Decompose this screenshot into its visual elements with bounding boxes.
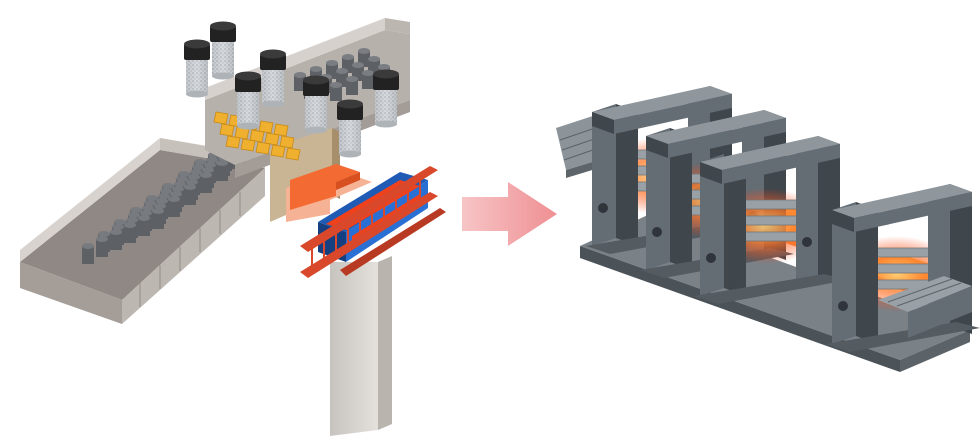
stand-bolt	[802, 237, 812, 247]
stand-bolt	[598, 203, 608, 213]
grid-tile	[213, 111, 229, 125]
stand-pillar-left	[646, 128, 670, 270]
mill-stand	[826, 184, 980, 352]
cylinder-block	[200, 172, 212, 193]
grid-tile	[279, 135, 295, 149]
grid-tile	[255, 141, 271, 155]
exit-conveyor	[878, 276, 972, 338]
grid-tile	[285, 147, 301, 161]
grid-tile	[249, 129, 265, 143]
stand-pillar-left	[592, 104, 616, 246]
stand-bolt	[652, 227, 662, 237]
cylinder-block	[110, 229, 122, 250]
grid-tile	[264, 132, 280, 146]
vial	[373, 69, 399, 128]
cylinder-block	[138, 215, 150, 236]
powder-line-group	[20, 18, 446, 436]
cylinder-block	[184, 184, 196, 205]
grid-tile	[240, 138, 256, 152]
cylinder-block	[96, 236, 108, 257]
stand-base	[694, 274, 848, 304]
stand-pillar-right	[796, 136, 818, 284]
stand-bolt	[838, 301, 848, 311]
vial	[235, 71, 261, 130]
stand-top-beam	[592, 86, 732, 120]
pressed-slab	[286, 164, 372, 222]
grid-tile	[219, 123, 235, 137]
cylinder-block	[216, 160, 228, 181]
stand-pillar-left	[832, 202, 856, 344]
stand-base	[826, 322, 980, 352]
grid-tile	[270, 144, 286, 158]
cylinder-block	[346, 76, 358, 95]
stand-bolt	[706, 253, 716, 263]
vial	[260, 49, 286, 108]
cylinder-block	[168, 196, 180, 217]
stand-top-beam	[832, 184, 972, 218]
process-arrow	[462, 182, 557, 246]
stand-top-beam	[700, 136, 840, 170]
cylinder-block	[82, 243, 94, 264]
vial	[184, 39, 210, 98]
support-rack	[300, 166, 446, 278]
stand-pillar-left	[700, 154, 724, 296]
rolling-mill-group	[556, 86, 980, 372]
vial	[337, 99, 363, 158]
support-pillar	[330, 256, 392, 436]
cylinder-block	[362, 70, 374, 89]
stand-top-beam	[646, 110, 786, 144]
cylinder-block	[124, 222, 136, 243]
mill-stand	[694, 136, 848, 304]
grid-tile	[225, 135, 241, 149]
powder-vials	[184, 21, 399, 158]
vial	[303, 75, 329, 134]
mill-stands	[586, 86, 980, 352]
vial	[210, 21, 236, 80]
cylinder-block	[152, 208, 164, 229]
grid-tile	[258, 120, 274, 134]
grid-tile	[273, 123, 289, 137]
cylinder-block	[330, 82, 342, 101]
